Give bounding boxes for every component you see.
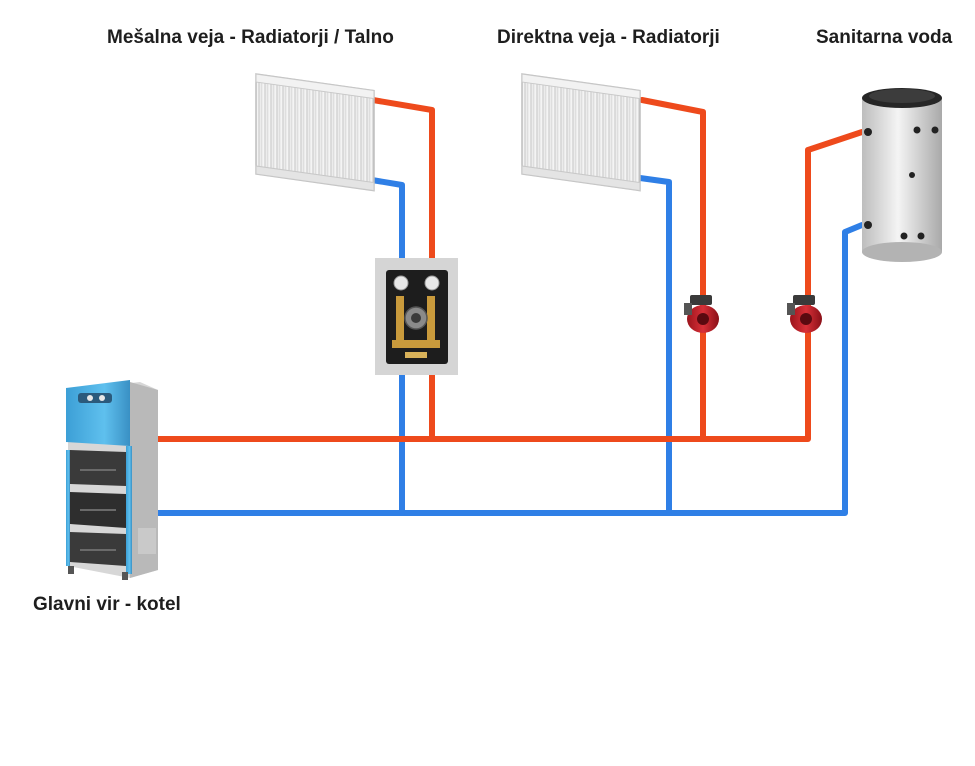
pump-icon [684, 295, 719, 333]
direct-branch-label: Direktna veja - Radiatorji [497, 27, 720, 48]
direct-return-pipe [637, 175, 672, 516]
main-supply-pipe [149, 129, 865, 442]
boiler-label: Glavni vir - kotel [33, 594, 181, 615]
boiler-icon [66, 380, 158, 580]
mixed-branch-label: Mešalna veja - Radiatorji / Talno [107, 27, 394, 48]
radiator-icon [521, 73, 641, 192]
mixed-return-pipe [369, 177, 405, 516]
mixing-valve-station-icon [375, 258, 458, 375]
main-return-pipe [149, 222, 865, 516]
radiator-icon [255, 73, 375, 192]
dhw-label: Sanitarna voda [816, 27, 953, 48]
pump-icon [787, 295, 822, 333]
direct-supply-pipe [639, 97, 706, 442]
return-pipes [149, 175, 865, 516]
hot-water-tank-icon [862, 88, 942, 262]
